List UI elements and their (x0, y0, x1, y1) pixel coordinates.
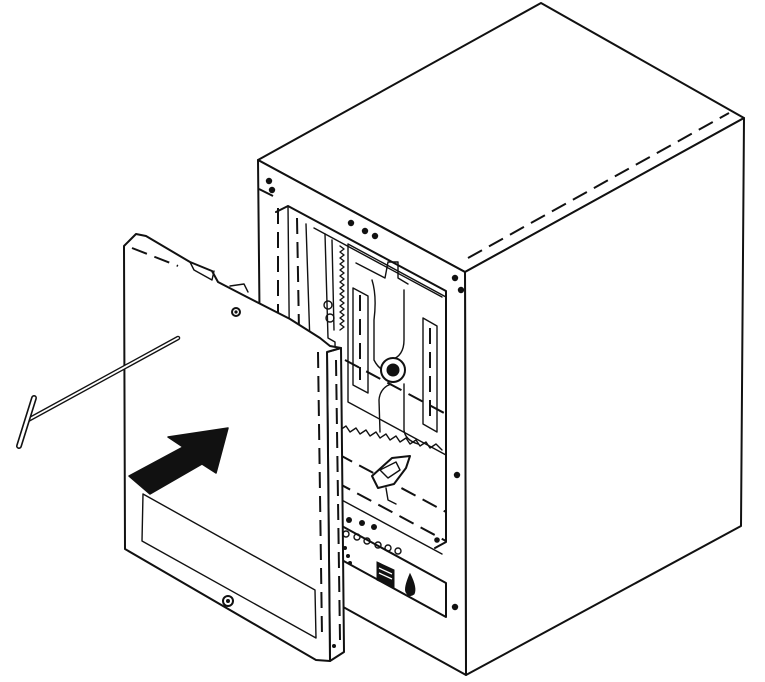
frame-screw (371, 232, 379, 240)
droplet-icon (405, 572, 416, 597)
frame-screw (361, 227, 369, 235)
tray-latch (371, 455, 411, 505)
frame-screw (268, 186, 276, 194)
hex-key-icon (16, 335, 181, 449)
nas-enclosure (257, 2, 745, 676)
frame-screw (451, 603, 459, 611)
frame-screw (265, 177, 273, 185)
front-vent (337, 497, 443, 555)
direction-arrow-icon (128, 427, 229, 495)
cover-panel (123, 233, 345, 662)
hidden-edge-top (467, 112, 730, 259)
frame-screw (451, 274, 459, 282)
frame-screw (457, 286, 465, 294)
drive-tray (339, 243, 447, 456)
hidden-edge-left (258, 188, 274, 197)
frame-screw (347, 219, 355, 227)
cover-label-recess (141, 493, 317, 639)
cover-panel-hidden-edge (131, 247, 179, 267)
cover-panel-face (123, 233, 342, 662)
frame-screw (453, 471, 461, 479)
